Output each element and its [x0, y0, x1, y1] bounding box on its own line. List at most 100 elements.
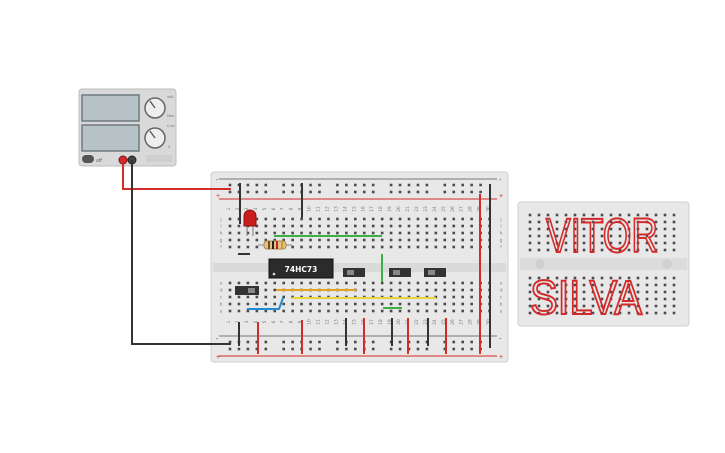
- rail-hole[interactable]: [291, 347, 294, 351]
- terminal-hole[interactable]: [273, 302, 277, 306]
- terminal-hole[interactable]: [309, 302, 312, 306]
- terminal-hole[interactable]: [389, 238, 393, 242]
- rail-hole[interactable]: [255, 190, 259, 194]
- small-terminal-hole[interactable]: [546, 234, 550, 238]
- terminal-hole[interactable]: [470, 245, 473, 249]
- small-terminal-hole[interactable]: [546, 248, 550, 252]
- small-terminal-hole[interactable]: [573, 220, 577, 224]
- terminal-hole[interactable]: [354, 231, 357, 235]
- rail-hole[interactable]: [398, 183, 402, 187]
- terminal-hole[interactable]: [362, 217, 366, 221]
- terminal-hole[interactable]: [246, 238, 250, 242]
- rail-hole[interactable]: [246, 183, 250, 187]
- small-terminal-hole[interactable]: [609, 234, 613, 238]
- terminal-hole[interactable]: [273, 295, 277, 299]
- rail-hole[interactable]: [237, 183, 241, 187]
- psu-positive-wire[interactable]: [122, 160, 231, 190]
- small-terminal-hole[interactable]: [564, 311, 568, 315]
- small-terminal-hole[interactable]: [573, 248, 577, 252]
- terminal-hole[interactable]: [461, 245, 464, 249]
- terminal-hole[interactable]: [425, 309, 429, 313]
- small-terminal-hole[interactable]: [573, 290, 577, 294]
- chip-74hc73[interactable]: 74HC73: [268, 258, 334, 279]
- terminal-hole[interactable]: [452, 245, 456, 249]
- small-terminal-hole[interactable]: [663, 248, 667, 252]
- terminal-hole[interactable]: [309, 231, 312, 235]
- terminal-hole[interactable]: [309, 245, 312, 249]
- small-terminal-hole[interactable]: [528, 297, 532, 301]
- rail-hole[interactable]: [371, 190, 375, 194]
- small-terminal-hole[interactable]: [627, 304, 631, 308]
- terminal-hole[interactable]: [461, 231, 464, 235]
- terminal-hole[interactable]: [318, 302, 321, 306]
- terminal-hole[interactable]: [318, 281, 321, 285]
- terminal-hole[interactable]: [300, 245, 303, 249]
- terminal-hole[interactable]: [264, 309, 268, 313]
- small-terminal-hole[interactable]: [636, 311, 640, 315]
- terminal-hole[interactable]: [264, 224, 268, 228]
- small-terminal-hole[interactable]: [645, 213, 649, 217]
- terminal-hole[interactable]: [443, 295, 447, 299]
- rail-hole[interactable]: [443, 190, 447, 194]
- rail-hole[interactable]: [443, 347, 447, 351]
- small-terminal-hole[interactable]: [537, 311, 541, 315]
- terminal-hole[interactable]: [282, 217, 285, 221]
- rail-hole[interactable]: [389, 183, 393, 187]
- terminal-hole[interactable]: [362, 302, 366, 306]
- small-terminal-hole[interactable]: [528, 241, 532, 245]
- rail-hole[interactable]: [470, 347, 473, 351]
- rail-hole[interactable]: [452, 347, 456, 351]
- small-terminal-hole[interactable]: [672, 220, 676, 224]
- terminal-hole[interactable]: [443, 217, 447, 221]
- small-terminal-hole[interactable]: [564, 276, 568, 280]
- rail-hole[interactable]: [264, 190, 268, 194]
- small-terminal-hole[interactable]: [582, 304, 586, 308]
- small-terminal-hole[interactable]: [654, 234, 658, 238]
- small-terminal-hole[interactable]: [645, 297, 649, 301]
- terminal-hole[interactable]: [425, 288, 429, 292]
- terminal-hole[interactable]: [470, 217, 473, 221]
- terminal-hole[interactable]: [434, 288, 438, 292]
- terminal-hole[interactable]: [425, 224, 429, 228]
- rail-hole[interactable]: [228, 347, 232, 351]
- small-terminal-hole[interactable]: [663, 241, 667, 245]
- rail-hole[interactable]: [228, 183, 232, 187]
- small-terminal-hole[interactable]: [591, 276, 595, 280]
- terminal-hole[interactable]: [264, 281, 268, 285]
- terminal-hole[interactable]: [389, 245, 393, 249]
- terminal-hole[interactable]: [389, 288, 393, 292]
- terminal-hole[interactable]: [452, 231, 456, 235]
- terminal-hole[interactable]: [264, 231, 268, 235]
- terminal-hole[interactable]: [336, 224, 339, 228]
- terminal-hole[interactable]: [362, 238, 366, 242]
- small-terminal-hole[interactable]: [600, 311, 604, 315]
- terminal-hole[interactable]: [371, 231, 375, 235]
- small-terminal-hole[interactable]: [528, 304, 532, 308]
- small-terminal-hole[interactable]: [546, 290, 550, 294]
- terminal-hole[interactable]: [273, 217, 277, 221]
- terminal-hole[interactable]: [362, 231, 366, 235]
- rail-hole[interactable]: [336, 183, 339, 187]
- terminal-hole[interactable]: [354, 302, 357, 306]
- small-terminal-hole[interactable]: [600, 290, 604, 294]
- terminal-hole[interactable]: [461, 224, 464, 228]
- terminal-hole[interactable]: [345, 281, 348, 285]
- small-terminal-hole[interactable]: [582, 311, 586, 315]
- small-terminal-hole[interactable]: [636, 234, 640, 238]
- small-terminal-hole[interactable]: [663, 227, 667, 231]
- terminal-hole[interactable]: [354, 238, 357, 242]
- terminal-hole[interactable]: [327, 281, 330, 285]
- terminal-hole[interactable]: [398, 217, 402, 221]
- small-terminal-hole[interactable]: [528, 220, 532, 224]
- rail-hole[interactable]: [282, 183, 285, 187]
- rail-hole[interactable]: [318, 190, 321, 194]
- small-terminal-hole[interactable]: [618, 213, 622, 217]
- terminal-hole[interactable]: [246, 295, 250, 299]
- small-terminal-hole[interactable]: [546, 276, 550, 280]
- small-terminal-hole[interactable]: [654, 304, 658, 308]
- rail-hole[interactable]: [246, 347, 250, 351]
- terminal-hole[interactable]: [327, 238, 330, 242]
- terminal-hole[interactable]: [407, 245, 411, 249]
- small-terminal-hole[interactable]: [582, 283, 586, 287]
- rail-hole[interactable]: [407, 190, 411, 194]
